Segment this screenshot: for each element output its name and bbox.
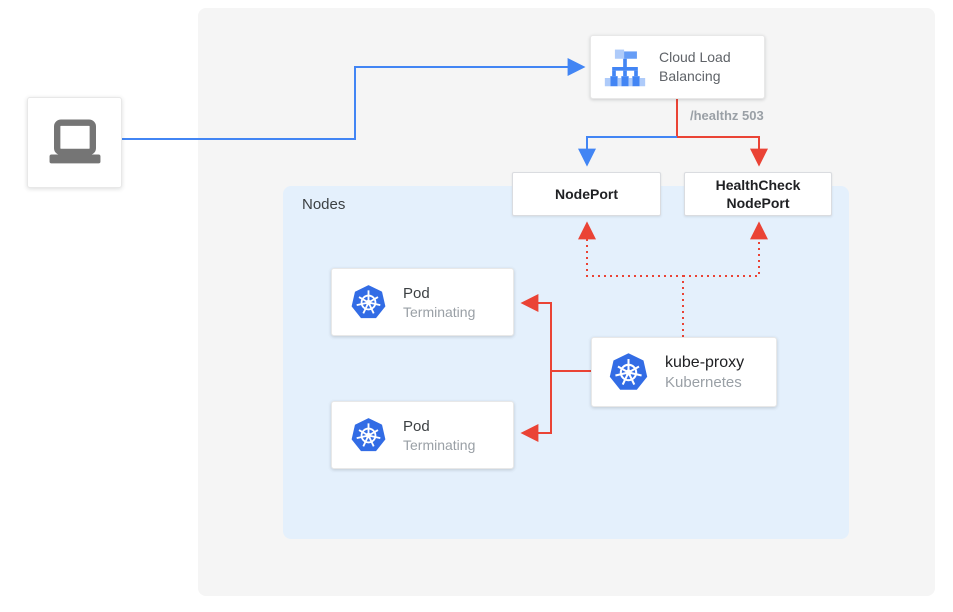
- cloud-load-balancing-icon: [603, 45, 647, 89]
- nodeport-node: NodePort: [512, 172, 661, 216]
- pod-title: Pod: [403, 284, 430, 302]
- kubernetes-icon: [350, 284, 387, 321]
- kube-proxy-node: kube-proxy Kubernetes: [591, 337, 777, 407]
- pod-terminating-node-2: Pod Terminating: [331, 401, 514, 469]
- cloud-load-balancing-node: Cloud Load Balancing: [590, 35, 765, 99]
- pod-status: Terminating: [403, 436, 476, 453]
- kubernetes-icon: [608, 352, 649, 393]
- kube-proxy-subtitle: Kubernetes: [665, 373, 742, 391]
- client-node: [27, 97, 122, 188]
- cloud-load-balancing-label: Cloud Load Balancing: [659, 49, 731, 84]
- healthcheck-nodeport-node: HealthCheck NodePort: [684, 172, 832, 216]
- pod-terminating-node-1: Pod Terminating: [331, 268, 514, 336]
- healthz-annotation: /healthz 503: [690, 108, 764, 123]
- nodeport-label: NodePort: [555, 185, 618, 202]
- healthcheck-nodeport-label: HealthCheck NodePort: [715, 176, 801, 211]
- kube-proxy-title: kube-proxy: [665, 353, 745, 371]
- pod-title: Pod: [403, 417, 430, 435]
- pod-status: Terminating: [403, 303, 476, 320]
- laptop-icon: [44, 115, 106, 171]
- kubernetes-icon: [350, 417, 387, 454]
- nodes-panel-label: Nodes: [302, 196, 346, 213]
